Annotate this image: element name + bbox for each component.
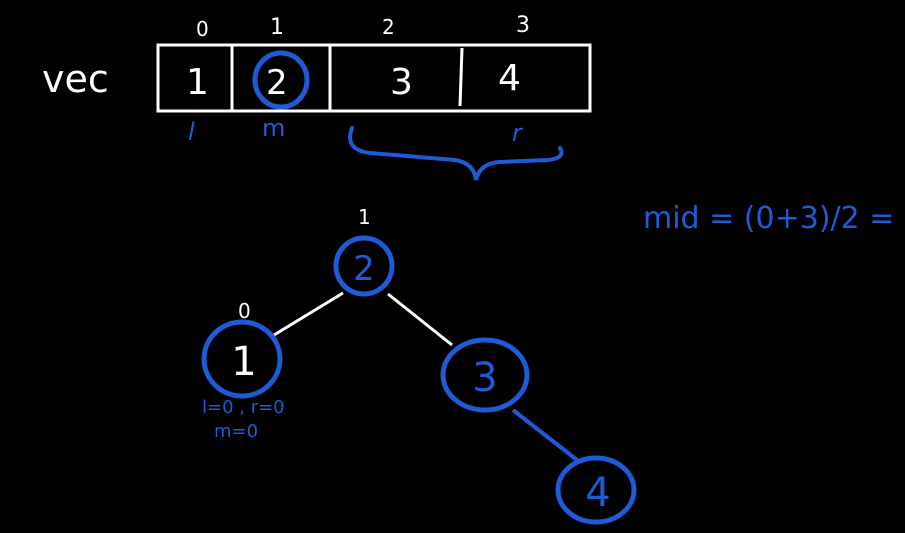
mid-highlight-circle xyxy=(252,50,310,110)
edge-root-right xyxy=(387,292,453,347)
left-node xyxy=(201,319,283,399)
array-value-3: 4 xyxy=(498,58,521,99)
left-index-label: 0 xyxy=(238,299,251,323)
root-node-value: 2 xyxy=(353,249,375,289)
mid-formula: mid = (0+3)/2 = 1 xyxy=(643,201,905,236)
left-node-value: 1 xyxy=(231,339,256,385)
array-value-0: 1 xyxy=(186,62,209,103)
root-node xyxy=(333,235,395,297)
pointer-r: r xyxy=(512,119,524,147)
index-label-3: 3 xyxy=(516,13,530,38)
array-divider-3 xyxy=(458,47,464,107)
pointer-l: l xyxy=(188,118,195,146)
index-label-1: 1 xyxy=(270,15,284,40)
index-label-2: 2 xyxy=(382,15,395,39)
edge-root-left xyxy=(273,291,344,337)
left-node-note-lr: l=0 , r=0 xyxy=(202,397,285,418)
array-label: vec xyxy=(42,57,109,101)
left-node-note-m: m=0 xyxy=(214,421,258,442)
right-node xyxy=(440,337,530,413)
array-value-1: 2 xyxy=(266,63,288,103)
array-box xyxy=(156,43,592,113)
right-child-node-value: 4 xyxy=(585,470,610,516)
right-range-brace xyxy=(348,126,564,181)
right-node-value: 3 xyxy=(472,355,497,401)
index-label-0: 0 xyxy=(196,17,209,41)
pointer-m: m xyxy=(262,114,285,142)
edge-right-child xyxy=(511,408,579,462)
root-index-label: 1 xyxy=(358,205,371,229)
array-value-2: 3 xyxy=(390,62,413,103)
right-child-node xyxy=(555,455,637,525)
